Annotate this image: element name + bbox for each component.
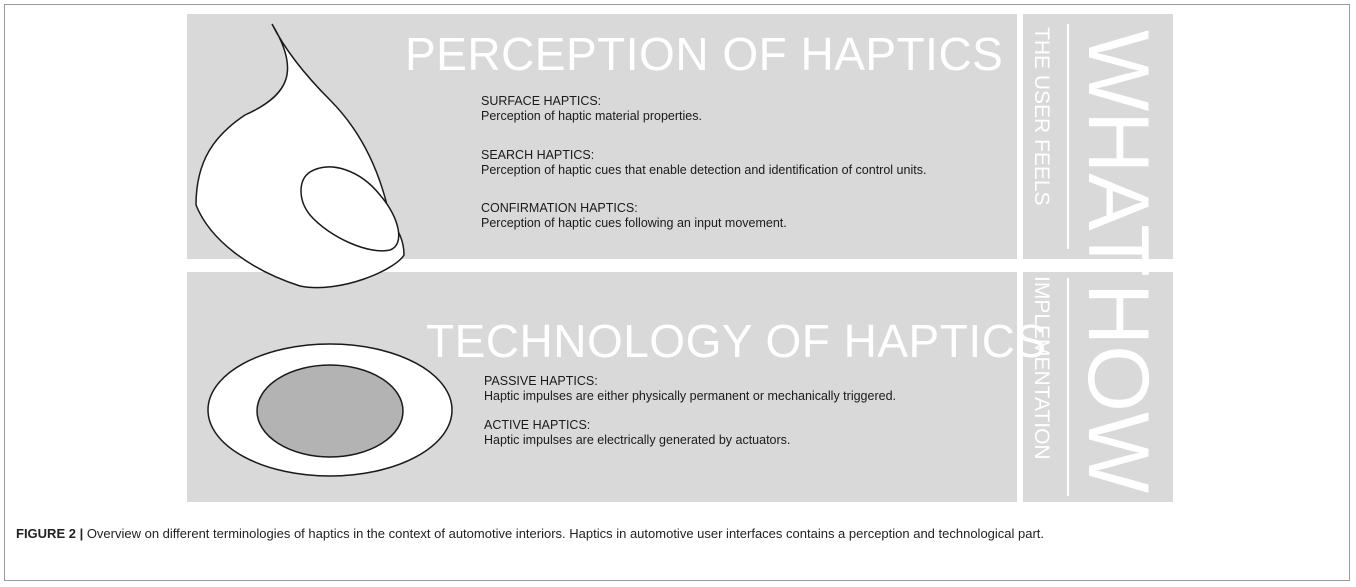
section-heading: SURFACE HAPTICS:: [481, 94, 602, 108]
technology-title: TECHNOLOGY OF HAPTICS: [426, 315, 1047, 367]
section-text: Haptic impulses are electrically generat…: [484, 433, 791, 447]
confirmation-haptics-section: CONFIRMATION HAPTICS: Perception of hapt…: [481, 201, 787, 231]
finger-illustration: [195, 23, 405, 289]
active-haptics-section: ACTIVE HAPTICS: Haptic impulses are elec…: [484, 418, 790, 448]
section-heading: PASSIVE HAPTICS:: [484, 374, 598, 388]
perception-title: PERCEPTION OF HAPTICS: [405, 28, 1004, 80]
what-side-panel: [1023, 14, 1173, 259]
surface-haptics-section: SURFACE HAPTICS: Perception of haptic ma…: [481, 94, 702, 124]
how-divider: [1067, 278, 1069, 496]
the-user-feels-label: THE USER FEELS: [1030, 27, 1053, 206]
how-label: HOW: [1070, 283, 1166, 494]
passive-haptics-section: PASSIVE HAPTICS: Haptic impulses are eit…: [484, 374, 896, 404]
implementation-label: IMPLEMENTATION: [1030, 276, 1053, 460]
what-label: WHAT: [1070, 30, 1166, 277]
section-text: Perception of haptic cues following an i…: [481, 216, 787, 230]
figure-caption: FIGURE 2 | Overview on different termino…: [16, 524, 1336, 544]
section-heading: CONFIRMATION HAPTICS:: [481, 201, 638, 215]
figure-frame: [4, 4, 1350, 581]
section-heading: ACTIVE HAPTICS:: [484, 418, 591, 432]
section-text: Haptic impulses are either physically pe…: [484, 389, 896, 403]
what-divider: [1067, 24, 1069, 249]
how-side-panel: [1023, 272, 1173, 502]
caption-label: FIGURE 2 |: [16, 526, 84, 541]
section-text: Perception of haptic cues that enable de…: [481, 163, 927, 177]
search-haptics-section: SEARCH HAPTICS: Perception of haptic cue…: [481, 148, 926, 178]
caption-text: Overview on different terminologies of h…: [83, 526, 1045, 541]
haptic-button-illustration: [207, 343, 453, 477]
section-heading: SEARCH HAPTICS:: [481, 148, 595, 162]
section-text: Perception of haptic material properties…: [481, 109, 702, 123]
